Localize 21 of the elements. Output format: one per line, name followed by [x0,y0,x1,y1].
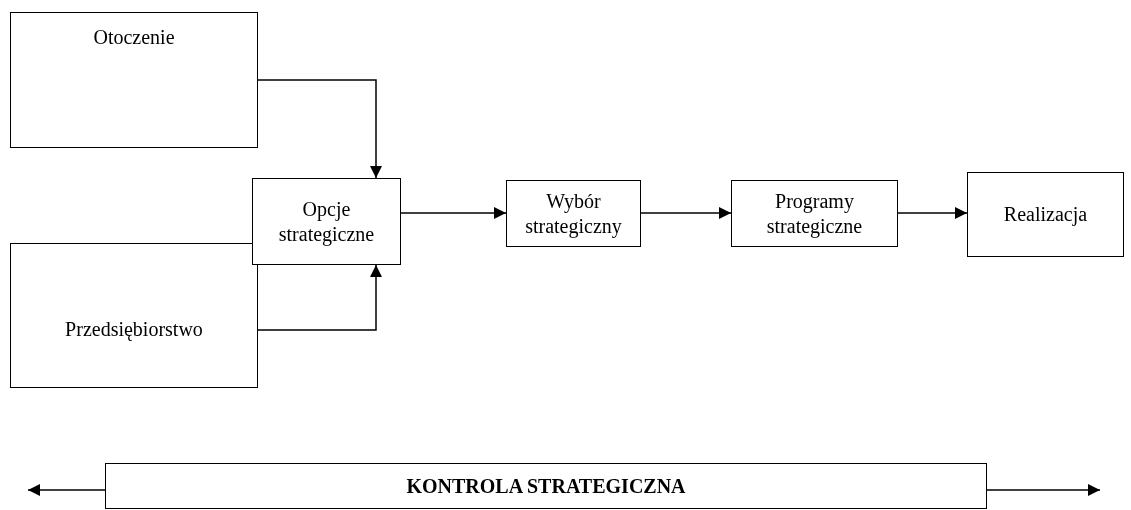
process-box [731,180,898,247]
box-label: Realizacja [1003,202,1088,227]
arrow [257,264,382,331]
box-label: Opcje strategiczne [277,196,376,247]
box-label: Wybór strategiczny [524,188,623,239]
process-box [967,172,1124,257]
arrow [986,484,1101,496]
box-label: Otoczenie [93,25,175,50]
process-box [105,463,987,509]
arrow [27,484,106,496]
arrow [640,207,732,219]
box-label: Programy strategiczne [765,188,864,239]
box-label: Przedsiębiorstwo [65,317,203,342]
arrow [400,207,507,219]
arrow [897,207,968,219]
process-box [506,180,641,247]
arrow [257,79,382,179]
process-box [252,178,401,265]
box-label: KONTROLA STRATEGICZNA [406,473,686,499]
process-box [10,12,258,148]
process-box [10,243,258,388]
